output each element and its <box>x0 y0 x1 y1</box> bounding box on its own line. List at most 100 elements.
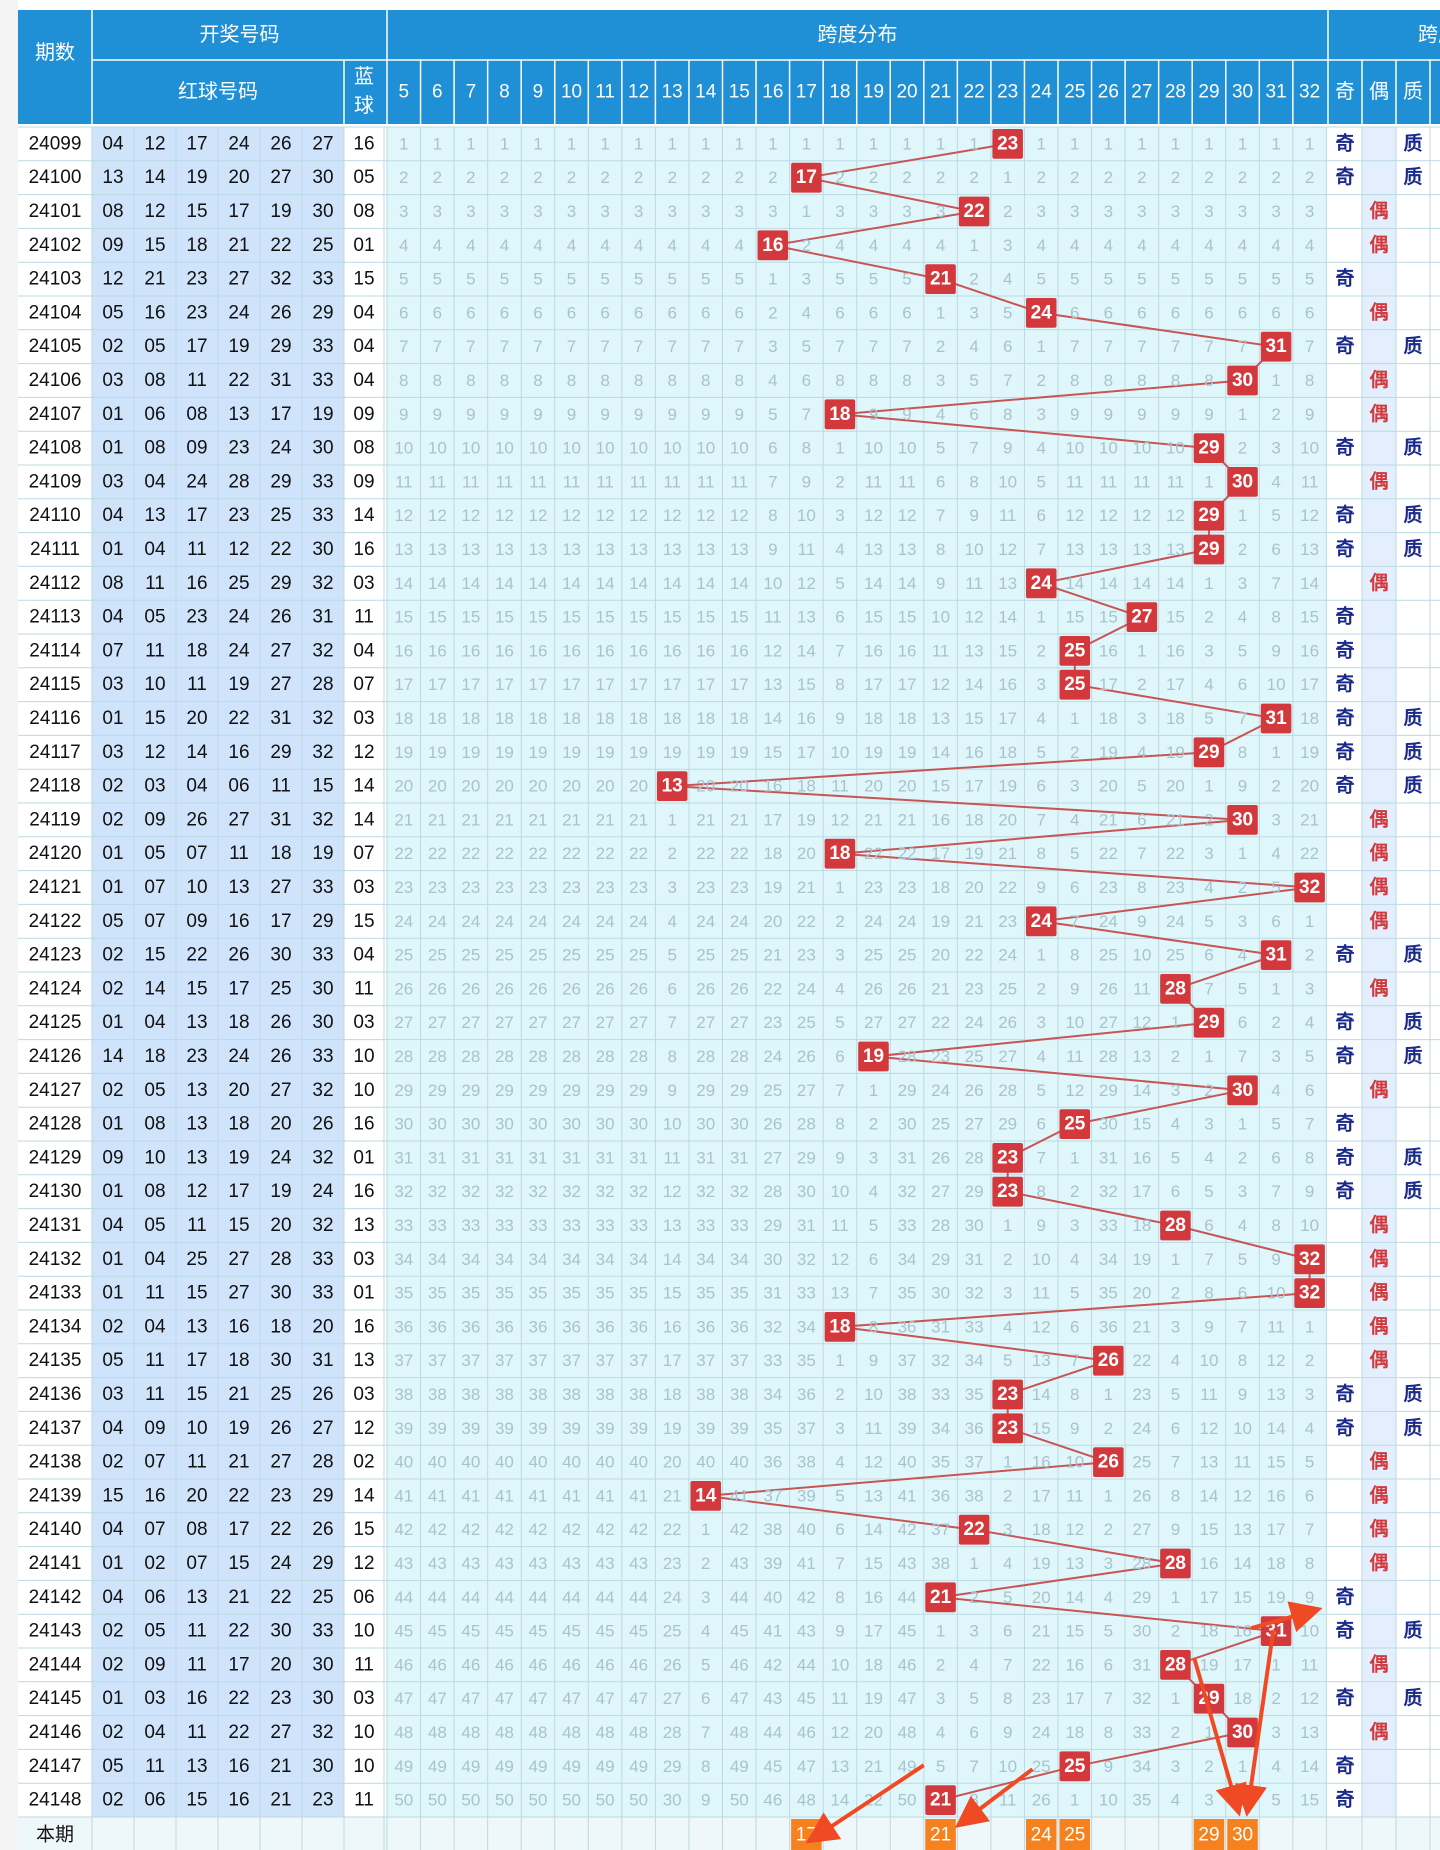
span-omission-value: 22 <box>529 844 548 863</box>
span-omission-value: 30 <box>1132 1622 1151 1641</box>
forecast-span-value: 24 <box>1031 1825 1053 1846</box>
span-omission-value: 3 <box>667 202 676 221</box>
span-omission-value: 21 <box>965 912 984 931</box>
span-omission-value: 38 <box>797 1453 816 1472</box>
span-omission-value: 8 <box>600 371 609 390</box>
span-omission-value: 48 <box>730 1723 749 1742</box>
span-omission-value: 3 <box>835 202 844 221</box>
span-omission-value: 28 <box>596 1047 615 1066</box>
red-ball-cell: 22 <box>270 1519 291 1540</box>
span-omission-value: 44 <box>428 1588 447 1607</box>
red-ball-cell: 13 <box>186 1316 207 1337</box>
blue-ball-cell: 15 <box>353 911 374 932</box>
prime-cell: 质 <box>1403 538 1422 560</box>
red-ball-cell: 23 <box>228 438 249 459</box>
span-omission-value: 41 <box>428 1486 447 1505</box>
span-col-header-26: 26 <box>1098 82 1119 103</box>
span-omission-value: 9 <box>1003 1723 1012 1742</box>
span-omission-value: 16 <box>1200 1554 1219 1573</box>
span-omission-value: 23 <box>931 1047 950 1066</box>
red-ball-cell: 31 <box>270 370 291 391</box>
red-ball-cell: 29 <box>312 911 333 932</box>
span-omission-value: 18 <box>931 878 950 897</box>
span-omission-value: 39 <box>629 1419 648 1438</box>
span-omission-value: 15 <box>394 608 413 627</box>
span-omission-value: 14 <box>529 574 548 593</box>
span-omission-value: 12 <box>461 506 480 525</box>
span-omission-value: 4 <box>768 371 777 390</box>
span-omission-value: 21 <box>864 1757 883 1776</box>
span-hit-value: 28 <box>1165 1215 1186 1236</box>
span-omission-value: 27 <box>1099 1013 1118 1032</box>
span-omission-value: 1 <box>1204 472 1213 491</box>
span-col-header-28: 28 <box>1165 82 1186 103</box>
span-omission-value: 45 <box>394 1622 413 1641</box>
red-ball-cell: 25 <box>228 573 249 594</box>
span-omission-value: 11 <box>697 472 715 491</box>
span-omission-value: 5 <box>802 337 811 356</box>
span-omission-value: 18 <box>1032 1520 1051 1539</box>
span-omission-value: 5 <box>936 1757 945 1776</box>
span-omission-value: 8 <box>667 1047 676 1066</box>
red-ball-cell: 01 <box>102 1283 123 1304</box>
span-omission-value: 8 <box>1271 1216 1280 1235</box>
span-col-header-29: 29 <box>1198 82 1219 103</box>
forecast-span-value: 17 <box>796 1825 817 1846</box>
span-omission-value: 11 <box>1267 1317 1285 1336</box>
span-omission-value: 18 <box>864 709 883 728</box>
span-omission-value: 14 <box>428 574 447 593</box>
span-omission-value: 50 <box>898 1791 917 1810</box>
span-omission-value: 17 <box>1099 675 1118 694</box>
red-ball-cell: 05 <box>144 336 165 357</box>
red-ball-cell: 11 <box>145 1350 165 1371</box>
red-ball-cell: 04 <box>102 1215 124 1236</box>
span-omission-value: 7 <box>1070 912 1079 931</box>
even-cell: 偶 <box>1369 300 1388 323</box>
span-hit-value: 28 <box>1165 1553 1186 1574</box>
span-omission-value: 5 <box>835 574 844 593</box>
span-omission-value: 45 <box>461 1622 480 1641</box>
blue-ball-cell: 08 <box>353 201 374 222</box>
span-omission-value: 33 <box>596 1216 615 1235</box>
span-omission-value: 4 <box>1305 1419 1314 1438</box>
span-omission-value: 29 <box>1099 1081 1118 1100</box>
span-omission-value: 50 <box>596 1791 615 1810</box>
span-omission-value: 26 <box>529 979 548 998</box>
span-omission-value: 4 <box>835 1453 844 1472</box>
red-ball-cell: 02 <box>102 1722 123 1743</box>
span-omission-value: 11 <box>1167 472 1185 491</box>
span-omission-value: 33 <box>965 1317 984 1336</box>
span-omission-value: 7 <box>768 472 777 491</box>
span-omission-value: 22 <box>797 912 816 931</box>
span-omission-value: 17 <box>629 675 648 694</box>
span-omission-value: 10 <box>1132 946 1151 965</box>
span-omission-value: 36 <box>730 1317 749 1336</box>
span-hit-cell <box>992 1143 1023 1173</box>
span-omission-value: 2 <box>1204 1081 1213 1100</box>
span-trend-segment <box>940 278 1042 314</box>
span-omission-value: 2 <box>1036 641 1045 660</box>
span-omission-value: 40 <box>394 1453 413 1472</box>
span-omission-value: 23 <box>965 979 984 998</box>
span-hit-cell <box>1193 534 1225 565</box>
span-omission-value: 25 <box>629 946 648 965</box>
red-ball-cell: 33 <box>312 269 333 290</box>
span-omission-value: 12 <box>629 506 648 525</box>
span-omission-value: 35 <box>898 1284 917 1303</box>
span-omission-value: 34 <box>965 1351 984 1370</box>
red-ball-cell: 01 <box>102 877 123 898</box>
red-ball-cell: 21 <box>228 1587 249 1608</box>
span-omission-value: 41 <box>394 1486 413 1505</box>
red-ball-cell: 05 <box>144 843 165 864</box>
span-omission-value: 3 <box>600 202 609 221</box>
span-omission-value: 16 <box>663 1317 682 1336</box>
span-omission-value: 3 <box>835 946 844 965</box>
span-col-header-21: 21 <box>930 82 951 103</box>
span-omission-value: 42 <box>529 1520 548 1539</box>
span-omission-value: 7 <box>1070 337 1079 356</box>
span-omission-value: 2 <box>1238 168 1247 187</box>
span-hit-value: 23 <box>997 133 1018 154</box>
span-col-header-14: 14 <box>695 82 717 103</box>
span-omission-value: 31 <box>797 1216 816 1235</box>
red-ball-cell: 31 <box>270 708 291 729</box>
